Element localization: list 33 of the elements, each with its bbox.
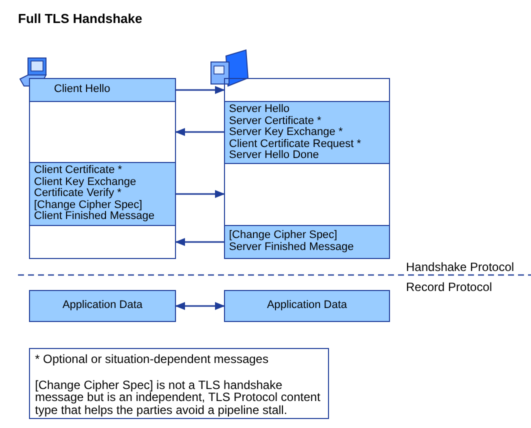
message-text: Server Hello Done — [229, 150, 319, 162]
message-text: [Change Cipher Spec] — [34, 200, 144, 211]
protocol-label: Record Protocol — [406, 280, 492, 294]
message-text: Client Certificate Request * — [229, 138, 362, 150]
arrow — [176, 86, 225, 94]
message-text: Server Key Exchange * — [229, 127, 344, 139]
protocol-label: Handshake Protocol — [406, 260, 514, 274]
note-box — [29, 348, 329, 419]
message-box — [29, 162, 176, 226]
message-text: Client Finished Message — [34, 211, 156, 223]
message-box — [224, 101, 390, 164]
message-text: Client Certificate * — [34, 165, 124, 177]
arrow — [175, 128, 224, 136]
message-text: Server Hello — [229, 104, 291, 116]
message-text: Application Data — [61, 300, 144, 312]
message-text: Server Finished Message — [229, 242, 355, 254]
diagram-title: Full TLS Handshake — [18, 11, 142, 26]
arrow — [175, 302, 225, 310]
message-text: Client Key Exchange — [34, 176, 138, 188]
message-text: Application Data — [266, 300, 348, 312]
note-text: * Optional or situation-dependent messages — [35, 353, 270, 366]
message-box — [29, 290, 176, 322]
message-text: [Change Cipher Spec] — [229, 230, 338, 242]
note-text: [Change Cipher Spec] is not a TLS handshake message but is an independent, TLS Protocol content type that helps the parties avoid a pipeline stall. — [35, 378, 322, 416]
lane-cell — [29, 225, 176, 259]
arrow — [176, 190, 225, 198]
message-box — [224, 225, 390, 259]
message-text: Server Certificate * — [229, 116, 322, 127]
message-box — [29, 78, 176, 102]
message-text: Client Hello — [54, 84, 112, 96]
arrow — [175, 238, 224, 246]
message-box — [224, 290, 390, 322]
message-text: Certificate Verify * — [34, 188, 122, 200]
